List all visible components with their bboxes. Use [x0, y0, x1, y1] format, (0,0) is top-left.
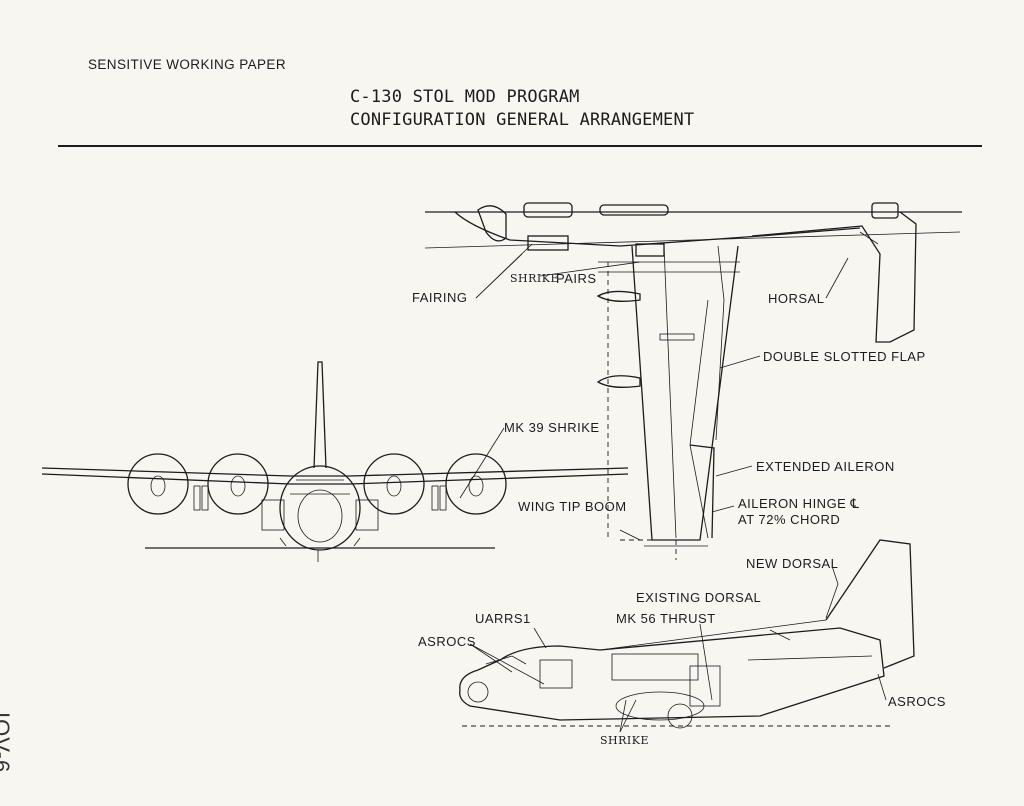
title-line-2: CONFIGURATION GENERAL ARRANGEMENT [350, 110, 695, 130]
label-existing-dorsal: EXISTING DORSAL [636, 590, 762, 605]
label-double-slotted-flap: DOUBLE SLOTTED FLAP [763, 349, 926, 364]
title-line-1: C-130 STOL MOD PROGRAM [350, 87, 580, 107]
classification-header: SENSITIVE WORKING PAPER [88, 57, 286, 72]
label-mk39-shrike: MK 39 SHRIKE [504, 420, 600, 435]
label-aileron-hinge-1: AILERON HINGE ℄ [738, 496, 860, 511]
title-rule [58, 145, 982, 147]
label-shrike-bottom: SHRIKE [600, 734, 650, 747]
label-shrike-pairs-a: SHRIKE [510, 272, 560, 285]
margin-note: IOV-6 [0, 712, 14, 774]
label-new-dorsal: NEW DORSAL [746, 556, 839, 571]
side-view [459, 539, 915, 733]
label-fairing: FAIRING [412, 290, 468, 305]
top-view-wing [424, 202, 962, 560]
label-horsal: HORSAL [768, 291, 825, 306]
label-uarrs1: UARRS1 [475, 611, 531, 626]
label-asrocs-tail: ASROCS [888, 694, 946, 709]
front-view [41, 361, 629, 562]
label-mk56-thrust: MK 56 THRUST [616, 611, 716, 626]
page-title: C-130 STOL MOD PROGRAM CONFIGURATION GEN… [350, 86, 694, 132]
label-aileron-hinge-2: AT 72% CHORD [738, 512, 841, 527]
top-view-leaders [475, 243, 849, 541]
label-extended-aileron: EXTENDED AILERON [756, 459, 895, 474]
label-wing-tip-boom: WING TIP BOOM [518, 499, 627, 514]
label-shrike-pairs-b: PAIRS [556, 271, 597, 286]
label-asrocs-front: ASROCS [418, 634, 476, 649]
